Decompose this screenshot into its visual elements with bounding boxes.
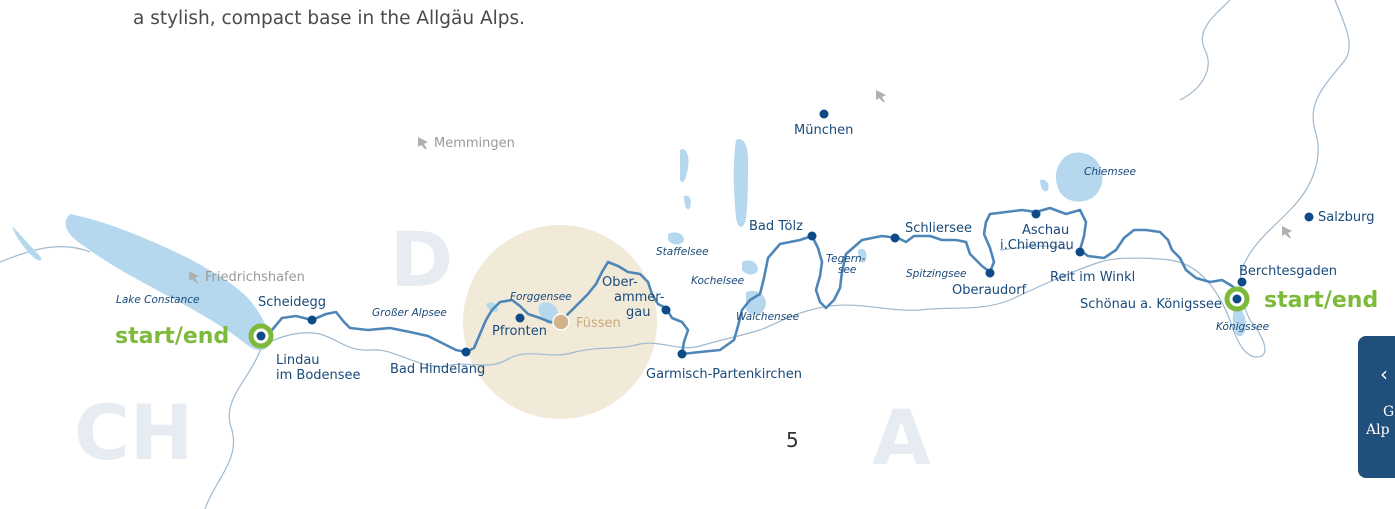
country-label-germany: D: [390, 215, 454, 304]
stop-label-bad-hindelang: Bad Hindelang: [390, 362, 486, 377]
intro-text: a stylish, compact base in the Allgäu Al…: [133, 8, 526, 29]
page-number: 5: [786, 428, 799, 452]
stop-marker-reit-im-winkl: [1075, 247, 1085, 257]
start-end-label-west: start/end: [115, 324, 230, 349]
stop-label-pfronten: Pfronten: [492, 324, 548, 339]
side-tab-line-2: Alp: [1366, 422, 1390, 438]
stop-label-scheidegg: Scheidegg: [258, 295, 327, 310]
stop-label-garmisch: Garmisch-Partenkirchen: [646, 367, 803, 382]
stop-marker-schliersee: [890, 233, 900, 243]
stop-label-oberaudorf: Oberaudorf: [952, 283, 1027, 298]
stop-marker-oberaudorf: [985, 268, 995, 278]
lake-label-tegernsee-2: see: [838, 264, 857, 276]
lake-label-staffelsee: Staffelsee: [656, 246, 709, 258]
lake-label-grosser-alpsee: Großer Alpsee: [372, 307, 447, 319]
stop-label-lindau-1: Lindau: [276, 353, 320, 368]
bike-route-line: [260, 206, 1242, 356]
konigssee-shape: [1232, 307, 1246, 337]
stop-label-lindau-2: im Bodensee: [276, 368, 361, 383]
lake-label-forggensee: Forggensee: [510, 291, 572, 303]
stop-marker-bad-tolz: [807, 231, 817, 241]
city-label-munchen: München: [794, 123, 854, 138]
chiemsee-shape: [1055, 152, 1103, 202]
fussen-marker: [552, 313, 570, 331]
stop-label-reit-im-winkl: Reit im Winkl: [1050, 270, 1136, 285]
side-tab[interactable]: ‹ G Alp: [1358, 336, 1395, 478]
stop-marker-pfronten: [515, 313, 525, 323]
lake-label-tegernsee-1: Tegern-: [826, 253, 866, 265]
walchensee-shape: [746, 290, 766, 315]
stop-label-oberammergau-3: gau: [626, 305, 651, 320]
stop-label-aschau-1: Aschau: [1022, 223, 1070, 238]
stop-label-fussen: Füssen: [576, 316, 621, 331]
lake-constance-shape: [65, 214, 270, 351]
start-end-label-east: start/end: [1264, 288, 1379, 313]
airplane-icon: [418, 137, 428, 149]
kochelsee-shape: [742, 260, 758, 275]
stop-label-berchtesgaden: Berchtesgaden: [1239, 264, 1337, 279]
lake-label-chiemsee: Chiemsee: [1084, 166, 1136, 178]
start-marker-east: [1224, 286, 1250, 312]
city-marker-munchen: [819, 109, 829, 119]
stop-label-oberammergau-1: Ober-: [602, 275, 638, 290]
chevron-left-icon[interactable]: ‹: [1380, 362, 1388, 386]
lake-label-kochelsee: Kochelsee: [691, 275, 745, 287]
airport-friedrichshafen: Friedrichshafen: [189, 270, 305, 285]
stop-label-bad-tolz: Bad Tölz: [749, 219, 803, 234]
lake-label-lake-constance: Lake Constance: [116, 294, 200, 306]
airport-label-friedrichshafen: Friedrichshafen: [205, 270, 305, 285]
airport-memmingen: Memmingen: [418, 136, 515, 151]
airport-icon-salzburg: [1282, 226, 1292, 238]
country-label-austria: A: [872, 393, 931, 482]
city-label-salzburg: Salzburg: [1318, 210, 1375, 225]
stop-label-schliersee: Schliersee: [905, 221, 972, 236]
airplane-icon: [189, 271, 199, 283]
stop-label-schonau: Schönau a. Königssee: [1080, 297, 1222, 312]
staffelsee-shape: [668, 232, 684, 245]
airport-label-memmingen: Memmingen: [434, 136, 515, 151]
stop-marker-oberammergau: [661, 305, 671, 315]
stop-markers: [307, 109, 1314, 359]
lake-label-konigssee: Königssee: [1216, 321, 1270, 333]
stop-marker-scheidegg: [307, 315, 317, 325]
stop-label-aschau-2: i.Chiemgau: [1000, 238, 1074, 253]
stop-label-oberammergau-2: ammer-: [614, 290, 665, 305]
lake-label-spitzingsee: Spitzingsee: [906, 268, 967, 280]
stop-marker-garmisch: [677, 349, 687, 359]
side-tab-line-1: G: [1383, 404, 1395, 420]
country-borders: [0, 0, 1350, 509]
stop-marker-berchtesgaden: [1237, 277, 1247, 287]
tegernsee-shape: [858, 248, 867, 263]
airport-icon-munich: [876, 90, 886, 102]
start-marker-west: [248, 323, 274, 349]
stop-marker-aschau: [1031, 209, 1041, 219]
country-label-switzerland: CH: [74, 388, 194, 477]
stop-marker-bad-hindelang: [461, 347, 471, 357]
city-marker-salzburg: [1304, 212, 1314, 222]
lake-label-walchensee: Walchensee: [736, 311, 800, 323]
